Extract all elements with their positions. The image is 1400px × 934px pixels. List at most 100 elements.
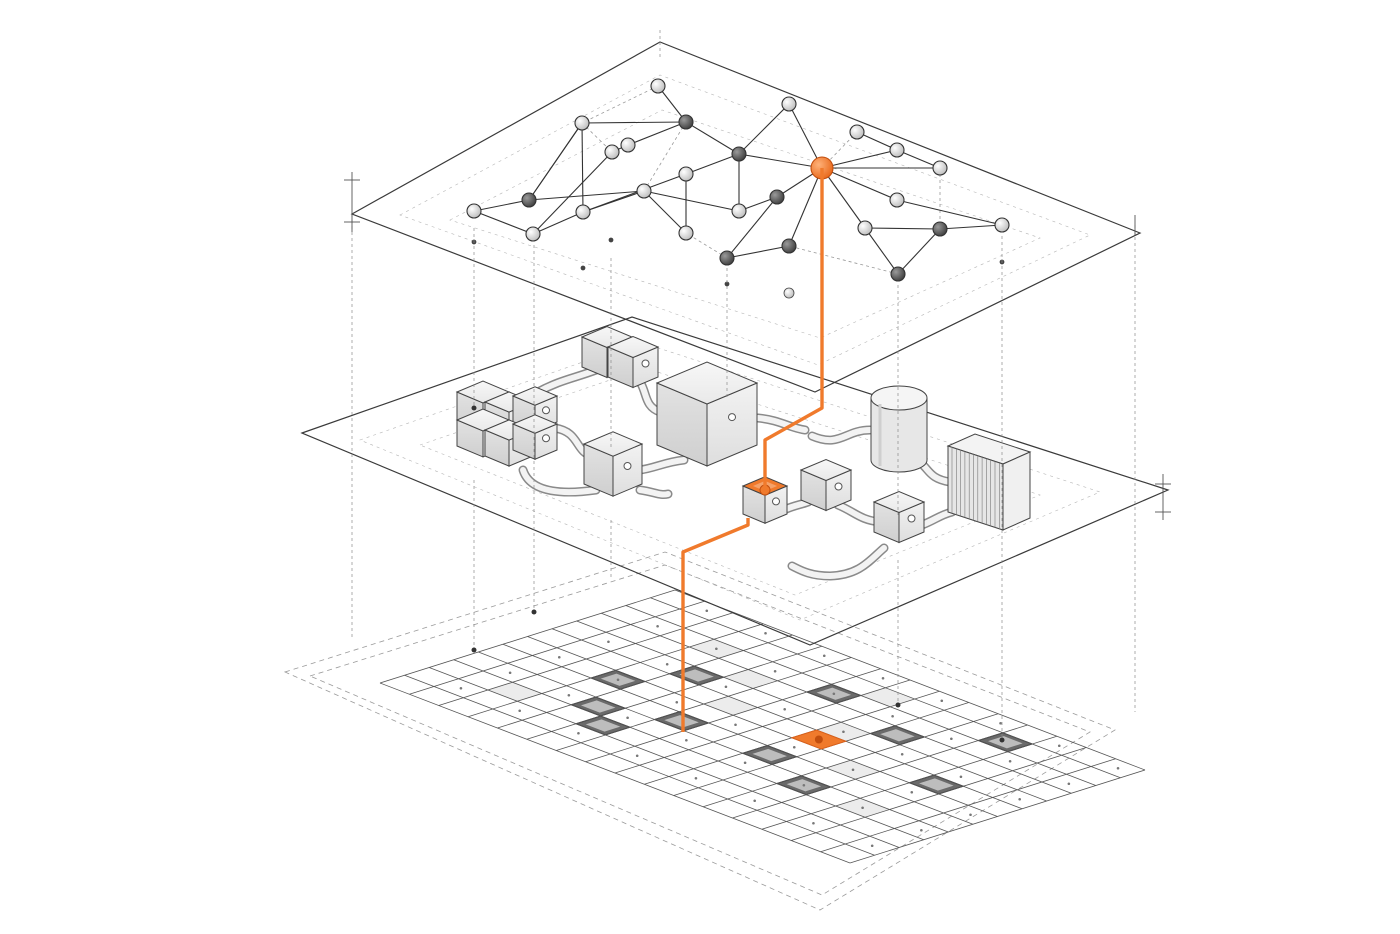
grid-col-line	[409, 600, 705, 695]
grid-layer-outline	[283, 551, 1116, 911]
grid-layer-outline-inner	[308, 564, 1091, 896]
network-layer-guide-inner	[449, 109, 1041, 339]
vertical-projection-lines	[351, 30, 1136, 743]
network-edge	[821, 167, 898, 201]
grid-cell-dot	[743, 761, 747, 765]
network-node	[466, 203, 482, 219]
module-top	[511, 414, 559, 434]
network-edge	[528, 122, 583, 201]
module-port	[772, 497, 780, 506]
module-top	[606, 335, 660, 359]
grid-col-line	[526, 645, 822, 740]
network-edge	[627, 121, 687, 146]
network-edge	[528, 190, 645, 201]
module-port	[728, 413, 736, 422]
shaded-grid-cell	[487, 682, 542, 702]
grid-col-line	[703, 713, 999, 808]
grid-cell-dot	[1057, 744, 1061, 748]
grid-cell-dot	[999, 721, 1002, 725]
grid-cell-recess-floor	[752, 748, 787, 762]
grid-cell-dot	[773, 669, 777, 673]
grid-col-line	[497, 634, 793, 729]
route-endpoint-marker	[814, 735, 823, 744]
network-edge	[473, 199, 530, 212]
shaded-grid-cell	[723, 669, 778, 689]
network-edge	[788, 167, 823, 247]
network-edge	[473, 210, 534, 235]
grid-cell-dot	[705, 609, 709, 613]
grid-cell-dot	[1008, 759, 1012, 763]
network-edge	[643, 190, 687, 234]
grid-cell-dot	[891, 714, 894, 718]
module-port	[542, 434, 550, 443]
grid-cell-dot	[812, 821, 815, 825]
grid-col-line	[761, 735, 1057, 830]
grid-cell-dot	[783, 707, 786, 711]
network-anchor-point	[608, 237, 614, 243]
network-node	[650, 78, 666, 94]
grid-col-line	[438, 612, 734, 706]
network-node	[575, 204, 591, 220]
grid-cell-dot	[900, 752, 904, 756]
network-edge	[532, 151, 613, 235]
network-node	[769, 189, 785, 205]
network-edge	[581, 85, 659, 124]
grid-cell-dot	[1018, 797, 1021, 801]
network-node	[574, 115, 590, 131]
component-layer-plane	[300, 316, 1170, 646]
module-top	[872, 490, 926, 514]
grid-cell-dot	[694, 776, 698, 780]
module-port	[623, 462, 632, 470]
storage-tank	[870, 385, 928, 473]
grid-cell-dot	[959, 775, 963, 779]
grid-cell-recess-floor	[880, 729, 915, 742]
grid-cell-dot	[870, 844, 874, 848]
server-rack	[946, 433, 1032, 531]
network-node	[849, 124, 865, 140]
grid-cell-recess-floor	[919, 778, 954, 791]
network-node	[889, 142, 905, 158]
network-edge	[788, 103, 823, 169]
network-edge	[685, 153, 740, 175]
network-edge	[896, 149, 941, 169]
shaded-grid-cell	[703, 696, 758, 716]
grid-cell-dot	[969, 813, 972, 817]
network-node	[731, 203, 747, 219]
network-edge	[821, 149, 898, 169]
grid-cell-dot	[557, 655, 561, 659]
network-anchor-point	[783, 287, 795, 299]
module-port	[542, 406, 550, 415]
grid-cell-dot	[607, 640, 610, 644]
grid-cell-dot	[764, 631, 767, 635]
grid-cell-dot	[802, 783, 806, 787]
grid-cells	[379, 589, 1146, 864]
grid-layer	[283, 551, 1146, 911]
network-edge	[582, 173, 687, 213]
network-edge	[643, 190, 740, 212]
grid-cell-dot	[665, 662, 669, 666]
grid-cell-dot	[753, 799, 756, 803]
module-port	[834, 482, 843, 491]
network-node	[678, 166, 694, 182]
grid-col-line	[614, 679, 911, 774]
grid-col-line	[732, 724, 1028, 819]
network-node	[731, 146, 747, 162]
network-edge	[726, 196, 778, 259]
network-node	[719, 250, 735, 266]
network-node	[932, 160, 948, 176]
network-node	[781, 238, 797, 254]
network-edge	[532, 211, 584, 235]
network-edge	[738, 153, 823, 169]
network-nodes	[466, 78, 1010, 299]
grid-cell-dot	[950, 737, 953, 741]
grid-cell-dot	[792, 745, 796, 749]
grid-col-line	[820, 758, 1116, 853]
grid-cell-dot	[656, 624, 659, 628]
grid-cell-dot	[842, 730, 845, 734]
network-node	[620, 137, 636, 153]
grid-col-line	[468, 623, 764, 718]
network-node	[604, 144, 620, 160]
network-edge	[643, 121, 687, 192]
dimension-marks	[344, 172, 1171, 520]
